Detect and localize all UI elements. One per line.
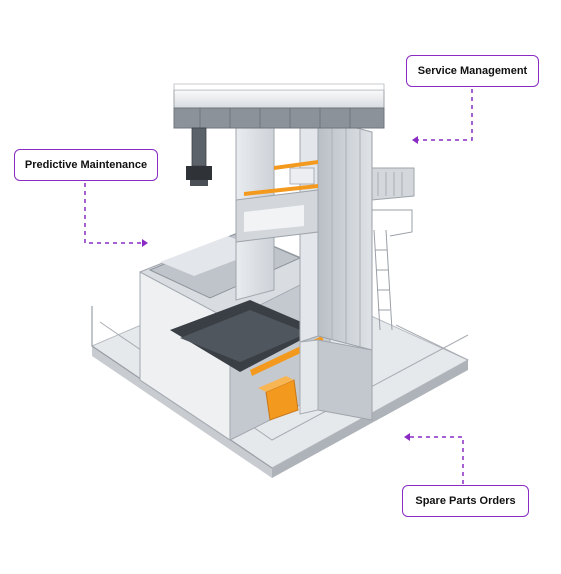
predictive-maintenance-callout[interactable]: Predictive Maintenance: [14, 149, 158, 181]
spindle-head: [186, 127, 212, 186]
service-management-label: Service Management: [417, 65, 528, 77]
machine-column: [235, 111, 373, 421]
predictive-maintenance-label: Predictive Maintenance: [24, 159, 148, 171]
connector-service-management: [416, 89, 473, 141]
callout-connectors: [84, 89, 473, 484]
service-management-callout[interactable]: Service Management: [406, 55, 539, 87]
side-cabinet: [371, 167, 415, 331]
machine-top-head: [173, 83, 385, 129]
arrow-head-icon: [412, 136, 418, 144]
arrow-head-icon: [142, 239, 148, 247]
spare-parts-orders-callout[interactable]: Spare Parts Orders: [402, 485, 529, 517]
connector-spare-parts-orders: [408, 436, 464, 484]
connector-predictive-maintenance: [84, 183, 144, 244]
arrow-head-icon: [404, 433, 410, 441]
spare-parts-orders-label: Spare Parts Orders: [415, 495, 516, 507]
